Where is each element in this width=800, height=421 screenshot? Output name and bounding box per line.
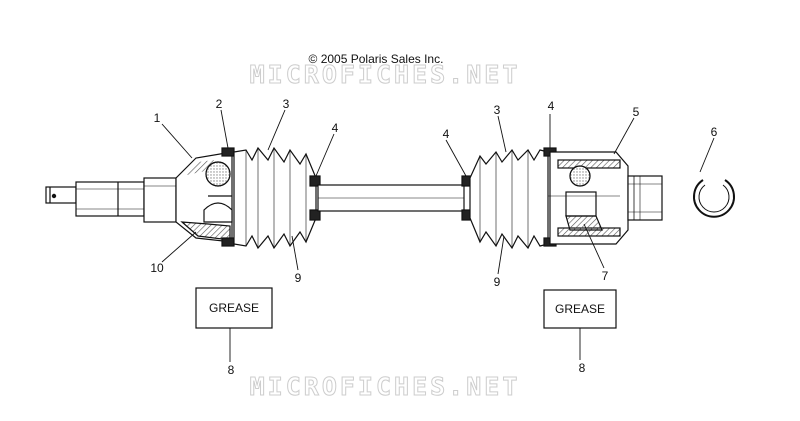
watermark-top: MICROFICHES.NET <box>249 60 521 90</box>
copyright-notice: © 2005 Polaris Sales Inc. <box>308 52 444 66</box>
left-cv-joint-housing <box>175 151 233 243</box>
left-small-clamp <box>309 175 321 221</box>
callout-6: 6 <box>711 125 718 139</box>
callout-5: 5 <box>633 105 640 119</box>
right-cv-joint-housing <box>548 151 629 245</box>
leader-lines <box>161 109 715 362</box>
callout-4-right: 4 <box>548 99 555 113</box>
left-boot <box>233 146 317 250</box>
callout-10: 10 <box>150 261 164 275</box>
retaining-ring <box>693 179 735 218</box>
callout-4-left: 4 <box>332 121 339 135</box>
grease-label-right: GREASE <box>555 302 605 316</box>
grease-box-right <box>543 289 617 329</box>
grease-box-left <box>195 287 273 329</box>
callout-4-center: 4 <box>443 127 450 141</box>
callout-8-right: 8 <box>579 361 586 375</box>
axle-shaft <box>317 184 465 212</box>
callout-9-left: 9 <box>295 271 302 285</box>
callout-3-left: 3 <box>283 97 290 111</box>
right-stub-shaft <box>627 175 663 221</box>
watermark-bottom: MICROFICHES.NET <box>249 372 521 402</box>
callout-9-right: 9 <box>494 275 501 289</box>
callout-1: 1 <box>154 111 161 125</box>
callout-3-right: 3 <box>494 103 501 117</box>
callout-7: 7 <box>602 269 609 283</box>
right-boot <box>469 148 549 250</box>
left-stub-shaft <box>45 177 177 223</box>
callout-2: 2 <box>216 97 223 111</box>
callout-8-left: 8 <box>228 363 235 377</box>
grease-label-left: GREASE <box>209 301 259 315</box>
